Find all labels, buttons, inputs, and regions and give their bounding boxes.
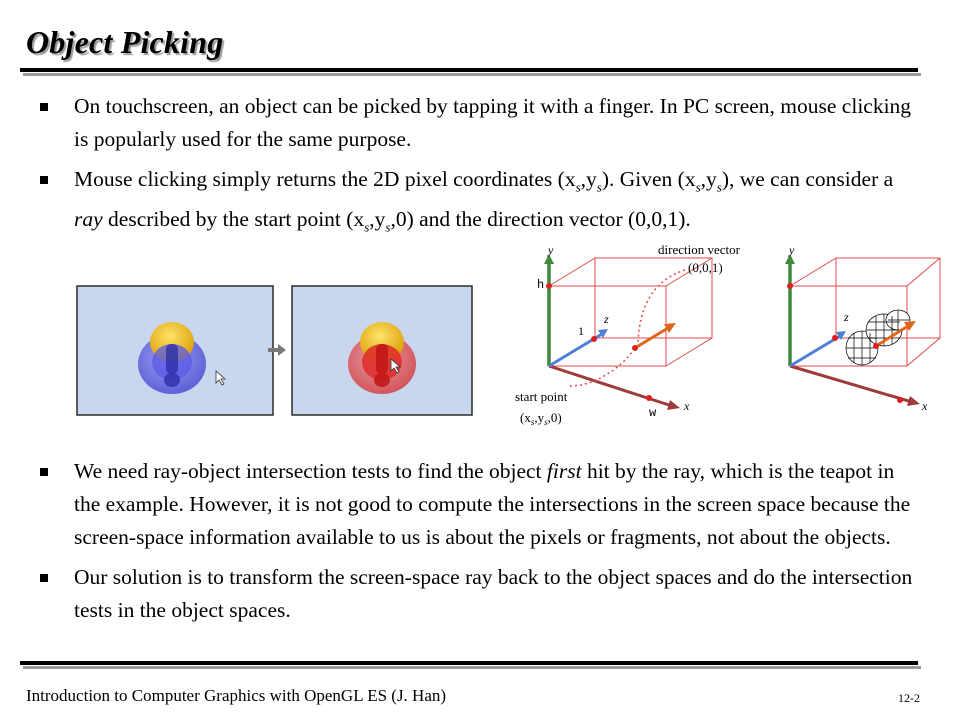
bullet-marker-icon (40, 574, 48, 582)
y-axis-arrowhead-icon (785, 254, 795, 264)
bottom-rule (20, 661, 918, 665)
x-axis-2 (789, 364, 913, 404)
bullet-text-5: ), we can consider a (721, 167, 894, 191)
label-y-2: y (788, 243, 795, 257)
x-axis-1 (548, 364, 673, 408)
footer-course-title: Introduction to Computer Graphics with O… (26, 686, 447, 705)
bullet-mouse-click: Mouse clicking simply returns the 2D pix… (40, 163, 925, 244)
subscript-s: s (364, 219, 370, 235)
bullet-intersection-tests: We need ray-object intersection tests to… (40, 455, 925, 554)
bullets-top: On touchscreen, an object can be picked … (40, 90, 925, 251)
ray-arrowhead-icon (904, 321, 916, 331)
label-x-2: x (921, 399, 928, 413)
label-w: w (649, 406, 657, 420)
bullet-marker-icon (40, 103, 48, 111)
subscript-s: s (596, 179, 602, 195)
bullet-text-8: ,0) and the direction vector (0,0,1). (390, 207, 691, 232)
ray-diagram: y h 1 z w x direction vector (0,0,1) sta… (515, 242, 941, 427)
x-axis-arrowhead-icon (667, 400, 680, 410)
label-z-2: z (843, 310, 849, 324)
bullet-text-7: ,y (369, 207, 386, 232)
subscript-s: s (575, 179, 581, 195)
subscript-s: s (695, 179, 701, 195)
bullet-text: On touchscreen, an object can be picked … (74, 94, 912, 151)
arrow-right-icon (268, 344, 286, 356)
label-y-1: y (547, 243, 554, 257)
bullet-text-1: We need ray-object intersection tests to… (74, 459, 547, 483)
ray-line-2 (875, 324, 909, 348)
label-direction-vector: direction vector (658, 242, 741, 257)
bullet-solution: Our solution is to transform the screen-… (40, 561, 925, 627)
page-title: Object Picking (26, 24, 224, 60)
z-axis-arrowhead-icon (836, 331, 846, 340)
emphasis-ray: ray (74, 207, 103, 232)
label-z-1: z (603, 312, 609, 326)
wireframe-teapot-icon (845, 309, 911, 366)
z-axis-2 (789, 334, 841, 368)
teapot-screens-figure (76, 285, 473, 416)
bullet-text: Our solution is to transform the screen-… (74, 565, 913, 622)
bullet-marker-icon (40, 176, 48, 184)
label-x-1: x (683, 399, 690, 413)
bullet-touchscreen: On touchscreen, an object can be picked … (40, 90, 925, 156)
label-one: 1 (578, 324, 584, 338)
top-rule (20, 68, 918, 72)
start-point-leader (569, 350, 634, 387)
emphasis-first: first (546, 459, 582, 483)
ray-arrowhead-icon (664, 323, 676, 333)
mouse-cursor-icon (390, 358, 402, 374)
bullet-text-2: ,y (580, 167, 597, 191)
bullet-text-2: hit by the ray, which is the teapot in t… (74, 459, 911, 549)
mouse-cursor-icon (215, 370, 227, 386)
subscript-s: s (716, 179, 722, 195)
bullet-marker-icon (40, 468, 48, 476)
bullet-text-6: described by the start point (x (102, 207, 365, 232)
label-start-point-value: (xs,ys,0) (520, 410, 562, 427)
y-axis-arrowhead-icon (544, 254, 554, 264)
label-direction-vector-value: (0,0,1) (688, 260, 723, 275)
teapot-blue-icon (138, 322, 206, 394)
bottom-rule-shadow (23, 666, 921, 669)
subscript-s: s (385, 219, 391, 235)
label-h: h (537, 278, 544, 292)
ray-line (634, 326, 669, 350)
top-rule-shadow (23, 73, 921, 76)
bullets-bottom: We need ray-object intersection tests to… (40, 455, 925, 634)
page-number: 12-2 (898, 691, 920, 705)
bullet-text-3: ). Given (x (601, 167, 696, 191)
bullet-text-1: Mouse clicking simply returns the 2D pix… (74, 167, 576, 191)
z-axis-arrowhead-icon (598, 329, 608, 338)
x-axis-arrowhead-icon (907, 396, 920, 406)
teapot-red-icon (348, 322, 416, 394)
bullet-text-4: ,y (700, 167, 717, 191)
label-start-point: start point (515, 389, 568, 404)
